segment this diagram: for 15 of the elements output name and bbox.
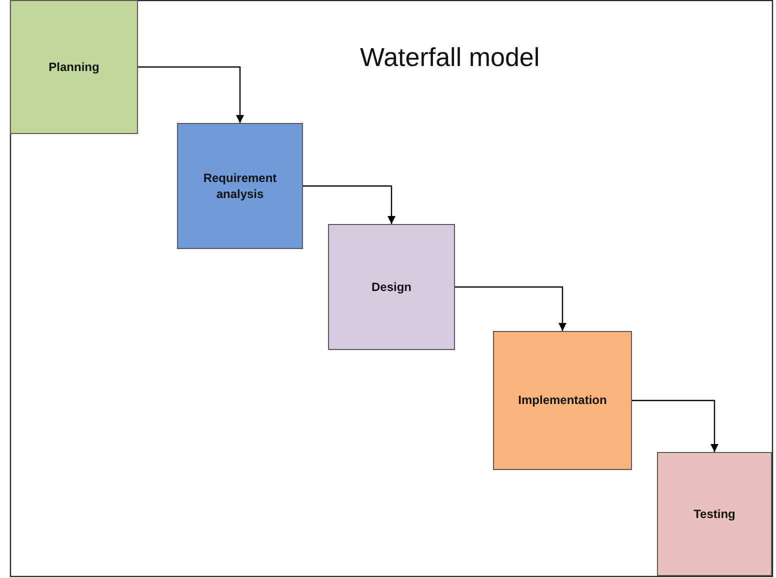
box-label: Planning bbox=[48, 58, 100, 76]
process-box bbox=[10, 0, 138, 134]
arrow bbox=[455, 286, 566, 331]
process-box bbox=[493, 331, 632, 470]
process-box bbox=[177, 123, 303, 249]
box-label: Implementation bbox=[518, 392, 607, 409]
arrow bbox=[303, 185, 396, 224]
diagram-title: Waterfall model bbox=[360, 42, 540, 73]
process-box bbox=[328, 224, 455, 350]
process-box bbox=[657, 452, 772, 576]
box-label: Design bbox=[371, 278, 412, 296]
box-label: Testing bbox=[694, 506, 736, 522]
box-label: Requirement analysis bbox=[202, 170, 278, 202]
arrow bbox=[138, 66, 244, 123]
arrow bbox=[632, 400, 718, 452]
